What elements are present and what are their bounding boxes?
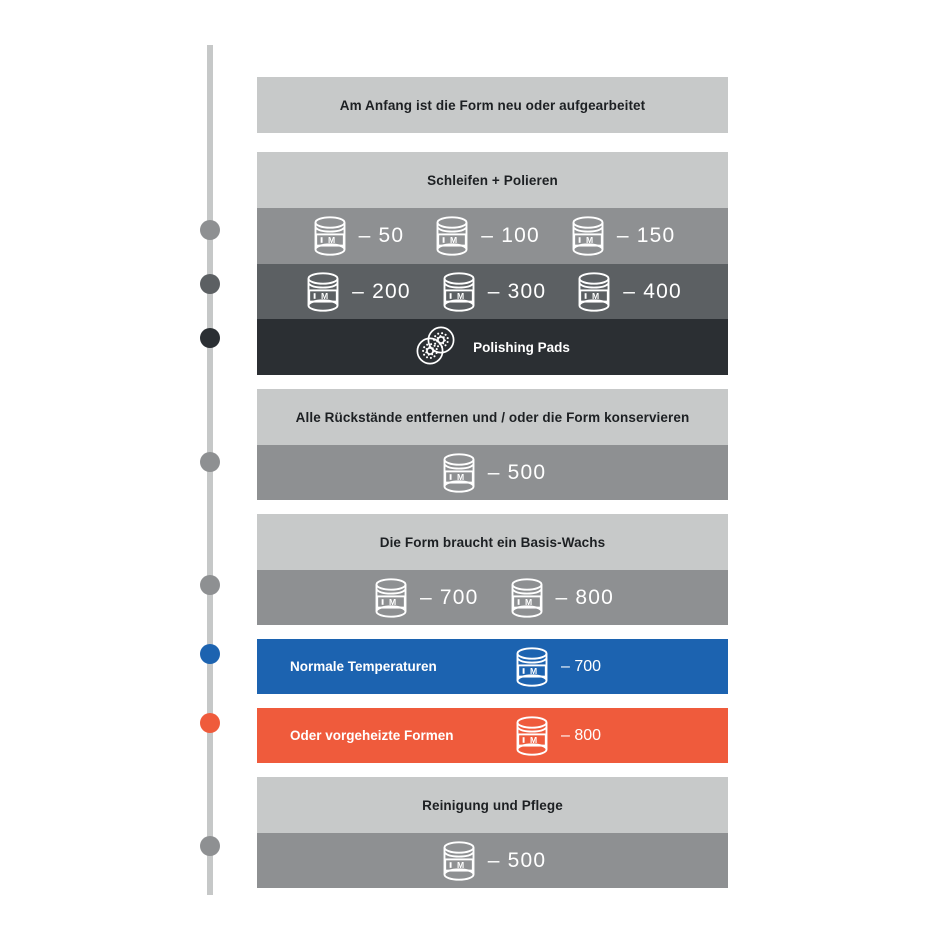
group-spacer	[257, 133, 728, 152]
temperature-row-preheated: Oder vorgeheizte Formen M – 800	[257, 708, 728, 763]
product-value: – 150	[616, 224, 676, 247]
can-icon: M	[439, 451, 479, 495]
process-group-grinding: Schleifen + Polieren M – 50 M – 100 M – …	[257, 152, 728, 375]
product-item[interactable]: M – 300	[439, 270, 547, 314]
can-icon: M	[439, 839, 479, 883]
group-header-start: Am Anfang ist die Form neu oder aufgearb…	[257, 77, 728, 133]
product-item[interactable]: M – 100	[432, 214, 540, 258]
polishing-pads-icon	[415, 326, 459, 368]
svg-text:M: M	[525, 596, 532, 606]
product-item[interactable]: M – 200	[303, 270, 411, 314]
svg-text:M: M	[450, 235, 457, 245]
dot-base-wax[interactable]	[200, 575, 220, 595]
temperature-row-normal-temp: Normale Temperaturen M – 700	[257, 639, 728, 694]
group-header-basewax: Die Form braucht ein Basis-Wachs	[257, 514, 728, 570]
product-value: – 700	[561, 657, 602, 675]
can-icon: M	[568, 214, 608, 258]
can-icon: M	[439, 270, 479, 314]
product-value: – 400	[623, 279, 682, 303]
product-item[interactable]: M – 400	[574, 270, 682, 314]
temperature-label: Oder vorgeheizte Formen	[290, 728, 454, 743]
svg-text:M: M	[389, 596, 396, 606]
group-spacer	[257, 694, 728, 708]
svg-text:M: M	[457, 859, 464, 869]
product-item[interactable]: M – 50	[310, 214, 405, 258]
svg-text:M: M	[457, 471, 464, 481]
can-icon: M	[303, 270, 343, 314]
polishing-pads-item[interactable]: Polishing Pads	[415, 326, 570, 368]
product-item[interactable]: M – 150	[568, 214, 676, 258]
product-value: – 500	[487, 460, 547, 484]
product-row-grinding-0: M – 50 M – 100 M – 150	[257, 208, 728, 264]
can-icon: M	[512, 645, 552, 689]
product-row-basewax-0: M – 700 M – 800	[257, 570, 728, 625]
product-row-residue-0: M – 500	[257, 445, 728, 500]
svg-text:M: M	[530, 665, 537, 675]
product-value: – 50	[358, 224, 405, 247]
product-value: – 700	[419, 585, 479, 609]
dot-residue[interactable]	[200, 452, 220, 472]
dot-grind-1[interactable]	[200, 220, 220, 240]
group-header-grinding: Schleifen + Polieren	[257, 152, 728, 208]
polishing-pads-row: Polishing Pads	[257, 319, 728, 375]
group-header-residue: Alle Rückstände entfernen und / oder die…	[257, 389, 728, 445]
group-spacer	[257, 500, 728, 514]
temperature-label: Normale Temperaturen	[290, 659, 437, 674]
product-value: – 800	[555, 585, 615, 609]
product-value: – 800	[561, 726, 602, 744]
process-group-normal-temp: Normale Temperaturen M – 700	[257, 639, 728, 694]
svg-text:M: M	[457, 290, 464, 300]
group-spacer	[257, 763, 728, 777]
group-spacer	[257, 375, 728, 389]
can-icon: M	[512, 714, 552, 758]
product-item[interactable]: M – 500	[439, 839, 547, 883]
product-item[interactable]: M – 500	[439, 451, 547, 495]
dot-preheated[interactable]	[200, 713, 220, 733]
can-icon: M	[507, 576, 547, 620]
product-value: – 300	[487, 279, 547, 303]
svg-text:M: M	[586, 235, 593, 245]
svg-text:M: M	[530, 734, 537, 744]
product-item[interactable]: M – 700	[371, 576, 479, 620]
can-icon: M	[310, 214, 350, 258]
dot-polishing-pads[interactable]	[200, 328, 220, 348]
can-icon: M	[574, 270, 614, 314]
product-value: – 500	[487, 848, 547, 872]
can-icon: M	[371, 576, 411, 620]
svg-text:M: M	[321, 290, 328, 300]
product-item[interactable]: M – 800	[512, 714, 601, 758]
product-value: – 100	[481, 224, 540, 247]
dot-cleaning[interactable]	[200, 836, 220, 856]
dot-normal-temp[interactable]	[200, 644, 220, 664]
svg-text:M: M	[328, 235, 335, 245]
process-group-basewax: Die Form braucht ein Basis-Wachs M – 700…	[257, 514, 728, 625]
dot-grind-2[interactable]	[200, 274, 220, 294]
process-group-preheated: Oder vorgeheizte Formen M – 800	[257, 708, 728, 763]
group-header-cleaning: Reinigung und Pflege	[257, 777, 728, 833]
process-panel-list: Am Anfang ist die Form neu oder aufgearb…	[257, 77, 728, 888]
can-icon: M	[432, 214, 472, 258]
process-group-start: Am Anfang ist die Form neu oder aufgearb…	[257, 77, 728, 133]
product-row-cleaning-0: M – 500	[257, 833, 728, 888]
polishing-pads-label: Polishing Pads	[473, 339, 570, 355]
process-group-cleaning: Reinigung und Pflege M – 500	[257, 777, 728, 888]
product-row-grinding-1: M – 200 M – 300 M – 400	[257, 264, 728, 319]
group-spacer	[257, 625, 728, 639]
product-value: – 200	[352, 279, 411, 303]
process-group-residue: Alle Rückstände entfernen und / oder die…	[257, 389, 728, 500]
product-item[interactable]: M – 700	[512, 645, 601, 689]
product-item[interactable]: M – 800	[507, 576, 615, 620]
svg-text:M: M	[592, 290, 599, 300]
